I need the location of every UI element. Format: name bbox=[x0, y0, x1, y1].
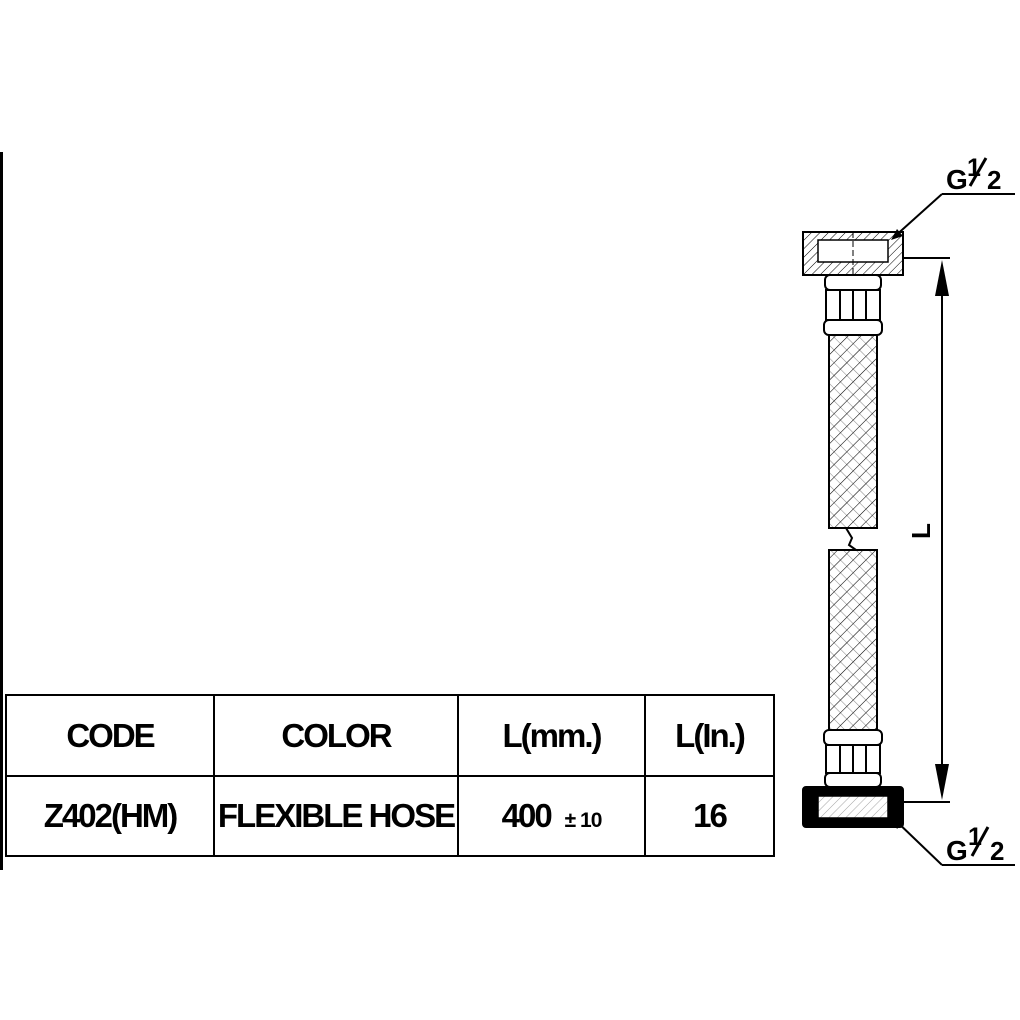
top-thread-denominator: 2 bbox=[987, 165, 1001, 195]
header-length-mm: L(mm.) bbox=[457, 694, 646, 777]
bottom-ferrule bbox=[823, 729, 883, 788]
cell-color: FLEXIBLE HOSE bbox=[213, 775, 459, 857]
cell-length-mm: 400 ± 10 bbox=[457, 775, 646, 857]
bottom-nut bbox=[802, 786, 904, 828]
header-length-in: L(In.) bbox=[644, 694, 775, 777]
bottom-thread-numerator: 1 bbox=[968, 823, 982, 851]
bottom-thread-g: G bbox=[946, 835, 968, 866]
cell-length-in: 16 bbox=[644, 775, 775, 857]
top-ferrule bbox=[823, 274, 883, 336]
bottom-thread-callout: G 1 2 bbox=[891, 816, 1015, 866]
top-nut bbox=[802, 231, 904, 276]
hose-upper bbox=[828, 334, 878, 529]
header-color: COLOR bbox=[213, 694, 459, 777]
break-line bbox=[829, 527, 877, 551]
length-dimension bbox=[903, 257, 950, 803]
top-thread-g: G bbox=[946, 164, 968, 195]
header-code: CODE bbox=[5, 694, 215, 777]
length-label: L bbox=[906, 523, 936, 539]
bottom-thread-denominator: 2 bbox=[990, 836, 1004, 866]
cell-code: Z402(HM) bbox=[5, 775, 215, 857]
length-mm-value: 400 bbox=[501, 797, 553, 834]
tolerance-value: ± 10 bbox=[564, 809, 603, 832]
spec-table: CODE COLOR L(mm.) L(In.) Z402(HM) FLEXIB… bbox=[5, 694, 775, 857]
left-border-line bbox=[0, 152, 3, 870]
hose-lower bbox=[828, 549, 878, 731]
table-header-row: CODE COLOR L(mm.) L(In.) bbox=[5, 694, 775, 777]
table-row: Z402(HM) FLEXIBLE HOSE 400 ± 10 16 bbox=[5, 775, 775, 857]
top-thread-callout: G 1 2 bbox=[891, 154, 1015, 240]
